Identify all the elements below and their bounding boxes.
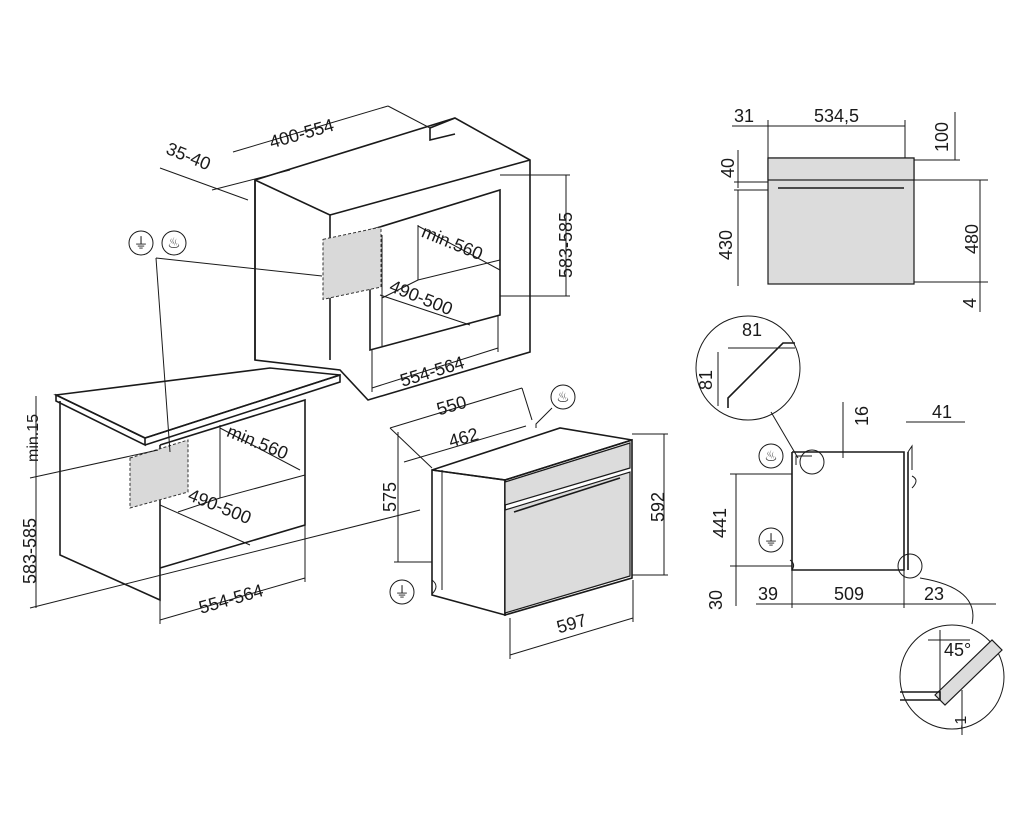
detail-chamfer [695,315,801,459]
svg-text:♨: ♨ [764,447,777,465]
dim-592: 592 [648,492,668,522]
oven-center [431,427,633,617]
dim-480: 480 [962,224,982,254]
dim-35-40: 35-40 [163,138,213,174]
oven-side-view [789,444,923,579]
dim-430: 430 [716,230,736,260]
dim-min15: min.15 [25,414,42,462]
svg-text:⏚: ⏚ [133,234,148,252]
dim-583-585-lower: 583-585 [20,518,40,584]
dim-min560-lower: min.560 [224,421,291,464]
dim-441: 441 [710,508,730,538]
dim-23: 23 [924,584,944,604]
svg-text:⏚: ⏚ [763,531,778,549]
dim-16: 16 [852,406,872,426]
oven-front-view [767,157,915,285]
flame-icon: ♨ [161,230,187,256]
upper-cabinet [254,117,531,401]
flame-icon: ♨ [535,384,576,428]
dim-550: 550 [434,392,468,420]
dim-4: 4 [960,298,980,308]
dim-81-horizontal: 81 [742,320,762,340]
svg-text:⏚: ⏚ [394,583,409,601]
lower-cabinet [53,367,341,602]
plug-icon: ⏚ [389,579,415,605]
dim-490-500-upper: 490-500 [387,276,456,319]
dim-minus-1: -1 [953,716,970,730]
dim-40: 40 [718,158,738,178]
plug-icon: ⏚ [128,230,154,256]
flame-icon: ♨ [758,443,784,469]
dim-462: 462 [446,424,480,452]
svg-text:♨: ♨ [556,388,569,406]
plug-icon: ⏚ [758,527,784,553]
dim-554-564-upper: 554-564 [398,352,467,390]
icons-cabinet-upper: ⏚ ♨ [128,230,323,453]
dim-41: 41 [932,402,952,422]
dim-min560-upper: min.560 [419,222,486,265]
dim-554-564-lower: 554-564 [196,580,265,617]
dim-400-554: 400-554 [267,115,336,152]
dim-583-585-upper: 583-585 [556,212,576,278]
dimension-texts: 400-554 35-40 583-585 min.560 490-500 55… [20,106,982,730]
svg-text:♨: ♨ [167,234,180,252]
dim-100: 100 [932,122,952,152]
dim-81-vertical: 81 [696,370,716,390]
dim-534-5: 534,5 [814,106,859,126]
dimension-lines [29,105,996,735]
dim-509: 509 [834,584,864,604]
dim-39: 39 [758,584,778,604]
dim-30: 30 [706,590,726,610]
dim-575: 575 [380,482,400,512]
dim-31: 31 [734,106,754,126]
dim-45-degrees: 45° [944,640,971,660]
